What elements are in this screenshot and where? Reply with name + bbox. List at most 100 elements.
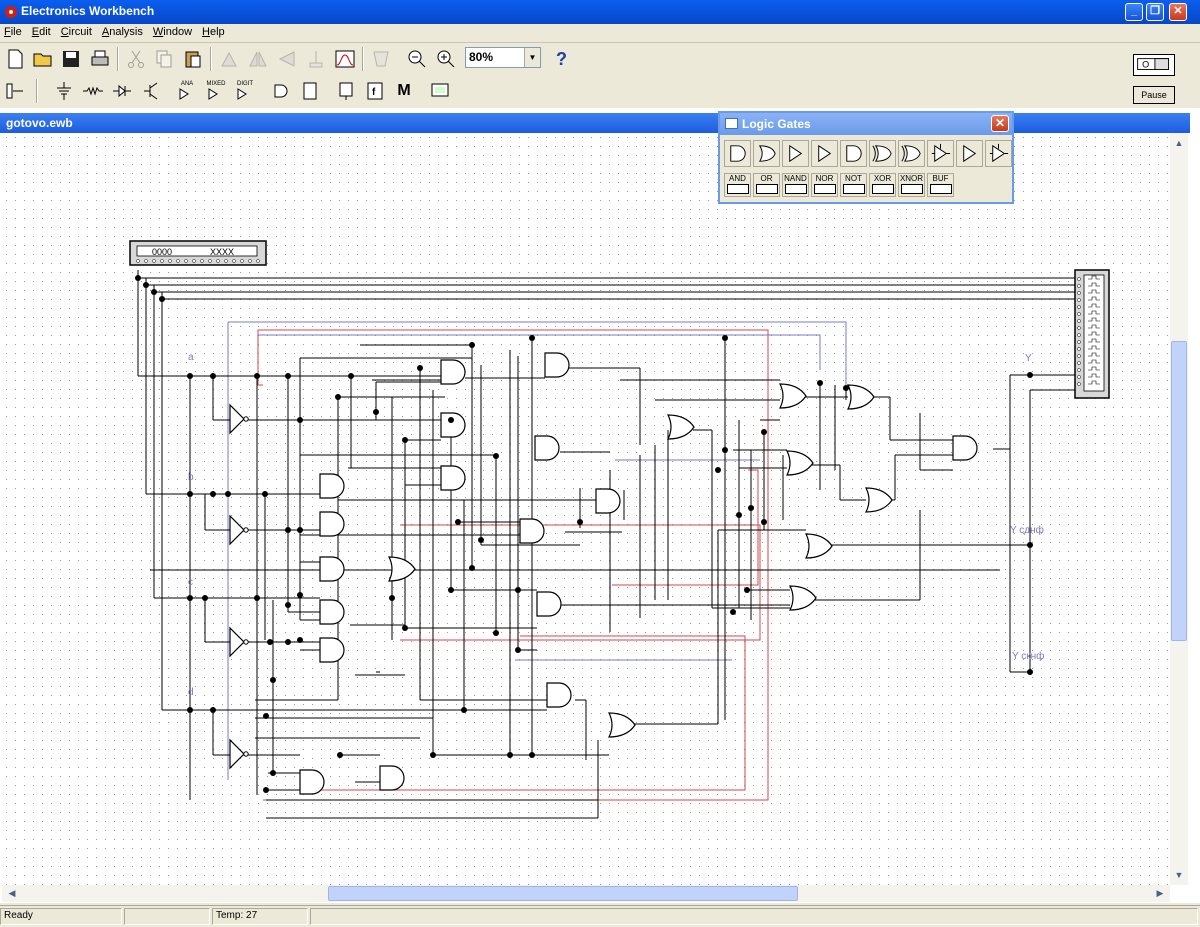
digital-bin-button[interactable] bbox=[297, 78, 323, 104]
palette-nor-button[interactable]: NOR bbox=[811, 173, 838, 197]
or-gate[interactable] bbox=[805, 533, 833, 559]
digital-ics-bin-button[interactable]: DIGIT bbox=[232, 78, 258, 104]
paste-button[interactable] bbox=[180, 46, 206, 72]
chevron-down-icon[interactable]: ▼ bbox=[524, 48, 540, 67]
palette-not-button[interactable]: NOT bbox=[840, 173, 867, 197]
and-gate[interactable] bbox=[536, 591, 562, 617]
copy-button[interactable] bbox=[151, 46, 177, 72]
horizontal-scrollbar[interactable]: ◀ ▶ bbox=[2, 885, 1170, 902]
instruments-bin-button[interactable] bbox=[427, 78, 453, 104]
not-gate[interactable] bbox=[229, 626, 245, 658]
and-gate[interactable] bbox=[440, 359, 466, 385]
word-generator[interactable]: 0000 XXXX bbox=[129, 240, 267, 266]
not-gate[interactable] bbox=[229, 514, 245, 546]
palette-and-gate-button[interactable] bbox=[724, 140, 751, 167]
horizontal-scroll-thumb[interactable] bbox=[328, 886, 798, 901]
and-gate[interactable] bbox=[440, 412, 466, 438]
open-file-button[interactable] bbox=[30, 46, 56, 72]
palette-tri-gate-button[interactable] bbox=[985, 140, 1012, 167]
and-gate[interactable] bbox=[595, 488, 621, 514]
or-gate[interactable] bbox=[388, 556, 416, 582]
print-button[interactable] bbox=[87, 46, 113, 72]
flip-vertical-button[interactable] bbox=[274, 46, 300, 72]
palette-buf-button[interactable]: BUF bbox=[927, 173, 954, 197]
palette-xnor-button[interactable]: XNOR bbox=[898, 173, 925, 197]
logic-gates-bin-button[interactable] bbox=[268, 78, 294, 104]
and-gate[interactable] bbox=[534, 435, 560, 461]
miscellaneous-bin-button[interactable]: M bbox=[397, 82, 411, 99]
cut-button[interactable] bbox=[123, 46, 149, 72]
or-gate[interactable] bbox=[786, 450, 814, 476]
analysis-graphs-button[interactable] bbox=[332, 46, 358, 72]
controls-bin-button[interactable]: f bbox=[362, 78, 388, 104]
circuit-schematic[interactable]: 0000 XXXX a b c d Y Y сднф Y скнф bbox=[2, 133, 1170, 885]
palette-and-button[interactable]: AND bbox=[724, 173, 751, 197]
indicators-bin-button[interactable] bbox=[333, 78, 359, 104]
palette-xor-gate-button[interactable] bbox=[869, 140, 896, 167]
flip-horizontal-button[interactable] bbox=[245, 46, 271, 72]
new-file-button[interactable] bbox=[2, 46, 28, 72]
and-gate[interactable] bbox=[546, 682, 572, 708]
basic-bin-button[interactable] bbox=[80, 78, 106, 104]
zoom-in-button[interactable] bbox=[433, 46, 459, 72]
palette-nand-gate-button[interactable] bbox=[811, 140, 838, 167]
favorites-parts-button[interactable] bbox=[2, 78, 28, 104]
menu-window[interactable]: Window bbox=[152, 26, 193, 38]
mixed-ics-bin-button[interactable]: MIXED bbox=[203, 78, 229, 104]
sources-bin-button[interactable] bbox=[51, 78, 77, 104]
and-gate[interactable] bbox=[544, 352, 570, 378]
and-gate[interactable] bbox=[952, 435, 978, 461]
and-gate[interactable] bbox=[379, 765, 405, 791]
menu-circuit[interactable]: Circuit bbox=[60, 26, 92, 38]
zoom-out-button[interactable] bbox=[404, 46, 430, 72]
or-gate[interactable] bbox=[789, 585, 817, 611]
analog-ics-bin-button[interactable]: ANA bbox=[174, 78, 200, 104]
and-gate[interactable] bbox=[319, 599, 345, 625]
circuit-canvas[interactable]: 0000 XXXX a b c d Y Y сднф Y скнф bbox=[2, 133, 1170, 885]
not-gate[interactable] bbox=[229, 738, 245, 770]
and-gate[interactable] bbox=[319, 473, 345, 499]
and-gate[interactable] bbox=[440, 465, 466, 491]
palette-title-bar[interactable]: Logic Gates ✕ bbox=[720, 113, 1012, 135]
palette-buf-gate-button[interactable] bbox=[782, 140, 809, 167]
palette-and-gate-button[interactable] bbox=[840, 140, 867, 167]
or-gate[interactable] bbox=[779, 383, 807, 409]
and-gate[interactable] bbox=[299, 769, 325, 795]
scroll-left-icon[interactable]: ◀ bbox=[8, 888, 16, 898]
zoom-select[interactable]: 80%▼ bbox=[465, 47, 541, 68]
menu-analysis[interactable]: Analysis bbox=[101, 26, 143, 38]
or-gate[interactable] bbox=[608, 712, 636, 738]
menu-file[interactable]: File bbox=[4, 26, 22, 38]
palette-tri-gate-button[interactable] bbox=[927, 140, 954, 167]
and-gate[interactable] bbox=[319, 637, 345, 663]
pause-button[interactable]: Pause bbox=[1133, 86, 1175, 104]
or-gate[interactable] bbox=[667, 414, 695, 440]
diodes-bin-button[interactable] bbox=[109, 78, 135, 104]
vertical-scrollbar[interactable]: ▲ ▼ bbox=[1170, 133, 1188, 885]
vertical-scroll-thumb[interactable] bbox=[1171, 341, 1187, 641]
and-gate[interactable] bbox=[319, 556, 345, 582]
scroll-up-icon[interactable]: ▲ bbox=[1174, 138, 1184, 148]
palette-or-button[interactable]: OR bbox=[753, 173, 780, 197]
scroll-right-icon[interactable]: ▶ bbox=[1156, 888, 1164, 898]
transistors-bin-button[interactable] bbox=[138, 78, 164, 104]
logic-analyzer[interactable] bbox=[1074, 269, 1110, 399]
and-gate[interactable] bbox=[319, 511, 345, 537]
minimize-button[interactable]: _ bbox=[1125, 3, 1143, 21]
menu-edit[interactable]: Edit bbox=[31, 26, 51, 38]
or-gate[interactable] bbox=[847, 384, 875, 410]
close-button[interactable]: ✕ bbox=[1169, 3, 1187, 21]
palette-xor-button[interactable]: XOR bbox=[869, 173, 896, 197]
palette-or-gate-button[interactable] bbox=[753, 140, 780, 167]
power-switch[interactable]: O bbox=[1133, 54, 1175, 76]
save-button[interactable] bbox=[58, 46, 84, 72]
scroll-down-icon[interactable]: ▼ bbox=[1174, 870, 1184, 880]
palette-nand-button[interactable]: NAND bbox=[782, 173, 809, 197]
palette-close-button[interactable]: ✕ bbox=[991, 115, 1009, 132]
subcircuit-button[interactable] bbox=[368, 46, 394, 72]
menu-help[interactable]: Help bbox=[202, 26, 225, 38]
not-gate[interactable] bbox=[229, 403, 245, 435]
and-gate[interactable] bbox=[519, 518, 545, 544]
rotate-button[interactable] bbox=[216, 46, 242, 72]
